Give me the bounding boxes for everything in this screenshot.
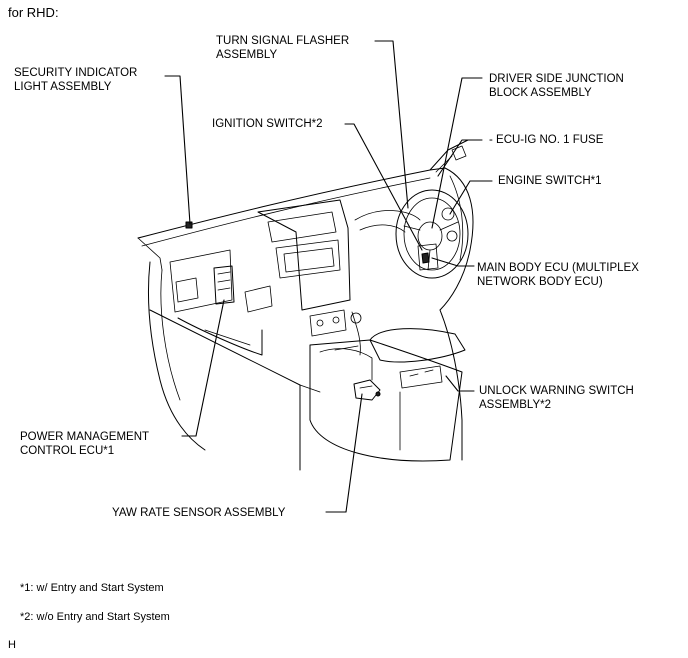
center-console bbox=[309, 339, 463, 462]
figure-code: H bbox=[8, 639, 16, 651]
label-yaw-rate-sensor: YAW RATE SENSOR ASSEMBLY bbox=[112, 507, 286, 519]
driver-dash bbox=[439, 167, 474, 311]
footnote-2: *2: w/o Entry and Start System bbox=[20, 611, 170, 623]
label-main-body-ecu: MAIN BODY ECU (MULTIPLEX NETWORK BODY EC… bbox=[477, 262, 639, 288]
leader-power bbox=[181, 299, 225, 437]
leader-main-body bbox=[431, 257, 475, 267]
leader-yaw bbox=[325, 393, 363, 513]
center-stack bbox=[257, 199, 351, 311]
yaw-rate-sensor bbox=[353, 379, 381, 401]
label-power-management: POWER MANAGEMENT CONTROL ECU*1 bbox=[20, 431, 150, 457]
label-unlock-warning-switch: UNLOCK WARNING SWITCH ASSEMBLY*2 bbox=[479, 385, 634, 411]
leader-security bbox=[164, 75, 191, 225]
label-security-indicator: SECURITY INDICATOR LIGHT ASSEMBLY bbox=[14, 67, 138, 93]
dashboard-left-side bbox=[147, 261, 206, 451]
label-engine-switch: ENGINE SWITCH*1 bbox=[498, 175, 602, 187]
leader-turn-signal bbox=[374, 40, 409, 209]
label-ecu-ig-fuse: - ECU-IG NO. 1 FUSE bbox=[489, 134, 604, 146]
label-ignition-switch: IGNITION SWITCH*2 bbox=[212, 118, 323, 130]
leader-fuse bbox=[437, 139, 483, 177]
power-management-ecu bbox=[213, 265, 235, 305]
console-lid bbox=[369, 328, 466, 363]
footnote-1: *1: w/ Entry and Start System bbox=[20, 582, 164, 594]
leader-unlock bbox=[445, 375, 475, 392]
steering-wheel bbox=[395, 189, 469, 279]
leader-ignition bbox=[344, 123, 423, 251]
page-title: for RHD: bbox=[8, 5, 59, 20]
dashboard-top-edge bbox=[137, 167, 446, 239]
leader-junction bbox=[431, 77, 483, 229]
label-driver-junction: DRIVER SIDE JUNCTION BLOCK ASSEMBLY bbox=[489, 73, 624, 99]
glovebox bbox=[177, 317, 263, 356]
label-turn-signal-flasher: TURN SIGNAL FLASHER ASSEMBLY bbox=[216, 35, 350, 61]
leader-engine bbox=[449, 180, 493, 215]
